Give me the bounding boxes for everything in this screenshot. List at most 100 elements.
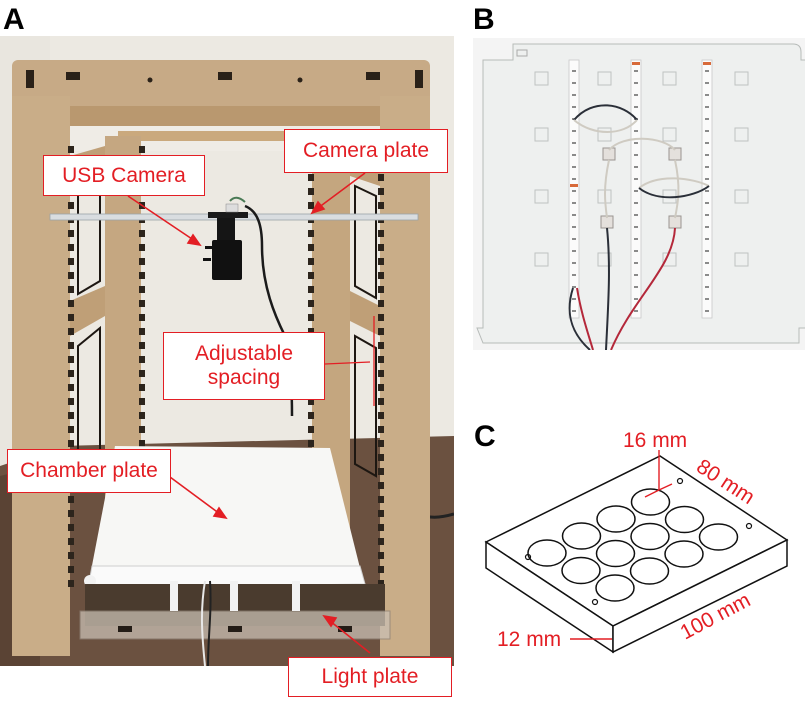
light-plate-photo xyxy=(473,38,805,350)
notch xyxy=(68,314,74,321)
callout-light-plate: Light plate xyxy=(288,657,452,697)
led xyxy=(572,202,576,204)
alignment-square xyxy=(734,189,749,204)
led xyxy=(705,310,709,312)
notch xyxy=(378,496,384,503)
notch xyxy=(68,300,74,307)
led xyxy=(572,238,576,240)
notch xyxy=(378,258,384,265)
panel-label-b: B xyxy=(473,3,495,36)
wiring xyxy=(568,104,710,350)
led xyxy=(634,262,638,264)
wells xyxy=(527,488,739,602)
notch xyxy=(308,258,314,265)
well xyxy=(596,505,636,533)
well xyxy=(664,540,704,568)
notch xyxy=(378,580,384,587)
notch xyxy=(68,230,74,237)
led xyxy=(634,226,638,228)
led xyxy=(572,190,576,192)
notch xyxy=(68,412,74,419)
notch xyxy=(68,146,74,153)
notch xyxy=(378,342,384,349)
notch xyxy=(68,538,74,545)
led xyxy=(572,166,576,168)
led xyxy=(634,142,638,144)
notch xyxy=(378,524,384,531)
notch xyxy=(139,356,145,363)
led-modules xyxy=(600,147,682,229)
notch xyxy=(378,356,384,363)
notch xyxy=(378,314,384,321)
chamber-plate-isometric: 16 mm 80 mm 100 mm 12 mm xyxy=(484,429,789,654)
notch xyxy=(68,496,74,503)
well xyxy=(629,557,670,585)
alignment-square xyxy=(534,252,549,267)
well xyxy=(561,556,601,585)
alignment-hole xyxy=(745,522,753,530)
plate-body xyxy=(484,455,789,654)
led xyxy=(705,250,709,252)
led xyxy=(572,154,576,156)
callout-adjustable-spacing: Adjustable spacing xyxy=(163,332,325,400)
notch xyxy=(378,566,384,573)
led xyxy=(705,214,709,216)
notch xyxy=(139,146,145,153)
notch xyxy=(139,440,145,447)
notch xyxy=(68,440,74,447)
notch xyxy=(308,398,314,405)
alignment-hole xyxy=(524,553,532,561)
notch xyxy=(139,314,145,321)
notch xyxy=(68,580,74,587)
chamber-plate-drawing: 16 mm 80 mm 100 mm 12 mm xyxy=(470,410,805,699)
notch xyxy=(139,272,145,279)
led xyxy=(572,130,576,132)
led xyxy=(634,274,638,276)
notch xyxy=(68,244,74,251)
notch xyxy=(139,328,145,335)
alignment-square xyxy=(662,71,677,86)
usb-camera xyxy=(203,196,248,280)
well-radius-line xyxy=(658,483,673,491)
notch xyxy=(139,244,145,251)
annotation-arrows xyxy=(127,172,375,654)
notch xyxy=(378,202,384,209)
well-radius-line xyxy=(644,489,660,498)
led xyxy=(572,226,576,228)
notch xyxy=(378,398,384,405)
led xyxy=(705,274,709,276)
top-frame xyxy=(12,60,430,116)
led xyxy=(634,106,638,108)
notch xyxy=(68,258,74,265)
led xyxy=(634,166,638,168)
notch xyxy=(68,286,74,293)
well xyxy=(630,522,670,551)
notch xyxy=(68,426,74,433)
notch xyxy=(68,272,74,279)
led xyxy=(705,154,709,156)
well xyxy=(561,522,602,550)
led xyxy=(705,286,709,288)
notch xyxy=(378,244,384,251)
well xyxy=(630,488,671,516)
alignment-square xyxy=(534,71,549,86)
notch xyxy=(378,538,384,545)
notch xyxy=(378,286,384,293)
notch xyxy=(139,230,145,237)
well xyxy=(664,505,705,534)
dim-well-diameter: 16 mm xyxy=(623,429,687,452)
notch xyxy=(139,370,145,377)
alignment-square xyxy=(597,127,612,142)
led xyxy=(572,310,576,312)
notch xyxy=(378,384,384,391)
panel-label-c: C xyxy=(474,420,496,453)
led xyxy=(634,70,638,72)
notch xyxy=(378,188,384,195)
led xyxy=(705,178,709,180)
notch xyxy=(139,342,145,349)
notch xyxy=(139,258,145,265)
alignment-square xyxy=(734,71,749,86)
notch xyxy=(68,524,74,531)
notch xyxy=(139,384,145,391)
led xyxy=(634,130,638,132)
